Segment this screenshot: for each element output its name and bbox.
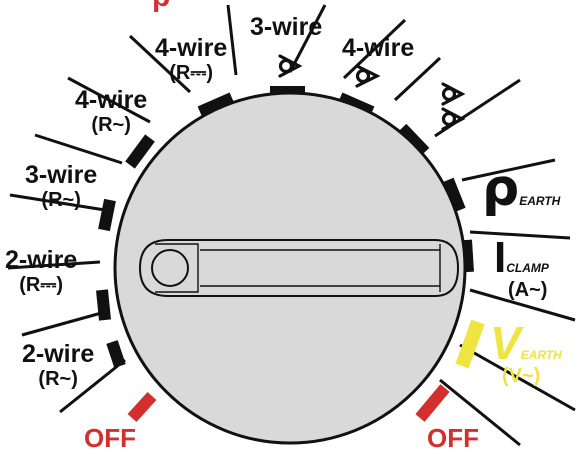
position-i-clamp[interactable]: ICLAMP (A~) <box>494 233 549 301</box>
position-4wire-ac-label: 4-wire <box>75 86 148 114</box>
divider-line <box>7 260 101 270</box>
knob-pointer-grip-inner <box>200 249 440 287</box>
divider-line <box>128 34 192 94</box>
detent-mark-2wire-ac <box>106 340 126 368</box>
knob-pointer-hub <box>151 249 189 287</box>
position-2wire-ac[interactable]: 2-wire (R~) <box>22 340 95 390</box>
position-3wire-ac[interactable]: 3-wire (R~) <box>25 161 98 211</box>
position-2wire-dc-label: 2-wire <box>5 246 78 274</box>
divider-line <box>67 76 151 124</box>
divider-line <box>34 133 123 165</box>
position-3wire-ac-label: 3-wire <box>25 161 98 189</box>
detent-mark-3wire-ac <box>98 198 116 232</box>
divider-line <box>9 193 106 212</box>
divider-line <box>21 310 106 337</box>
position-3wire-clamp-label: 3-wire <box>250 13 323 41</box>
detent-mark-4wire-ac <box>125 134 155 169</box>
detent-mark-i-clamp <box>460 239 474 273</box>
divider-line <box>461 158 556 182</box>
divider-line <box>469 230 571 240</box>
position-4wire-dc-label: 4-wire <box>155 34 228 62</box>
rho-earth-symbol: ρ <box>482 158 520 218</box>
position-4wire-ac-mode: (R~) <box>91 114 131 136</box>
divider-line <box>469 288 576 322</box>
clamp-icon-jaw <box>355 64 381 88</box>
divider-line <box>59 358 126 414</box>
position-4wire-clamp[interactable]: 4-wire <box>342 36 414 61</box>
position-3wire-ac-mode: (R~) <box>41 189 81 211</box>
v-earth-mode: (V~) <box>502 365 541 387</box>
divider-line <box>439 378 521 447</box>
divider-line <box>342 18 407 80</box>
clamp-icon <box>355 64 381 88</box>
position-off-right[interactable]: OFF <box>427 423 479 450</box>
detent-mark-4wire-dc <box>197 92 235 118</box>
position-off-left[interactable]: OFF <box>84 423 136 450</box>
position-4wire-clamp-label: 4-wire <box>342 34 415 62</box>
position-2wire-ac-mode: (R~) <box>38 368 78 390</box>
i-clamp-mode: (A~) <box>508 279 548 301</box>
clamp-icon-jaw <box>441 82 466 106</box>
position-3wire-clamp[interactable]: 3-wire <box>250 15 322 40</box>
detent-mark-off-right <box>415 384 450 422</box>
detent-mark-double-clamp <box>397 123 430 157</box>
divider-line <box>226 4 238 76</box>
rotary-knob[interactable] <box>113 91 467 445</box>
i-clamp-symbol: I <box>494 233 507 282</box>
v-earth-symbol: V <box>490 317 521 369</box>
clamp-icon-jaw <box>441 107 466 131</box>
i-clamp-subscript: CLAMP <box>506 261 549 275</box>
position-v-earth[interactable]: VEARTH (V~) <box>490 320 562 386</box>
knob-pointer-hub-frame <box>155 243 199 293</box>
detent-mark-off-left <box>127 391 157 423</box>
rho-earth-subscript: EARTH <box>519 194 561 208</box>
position-2wire-dc[interactable]: 2-wire (R⎓) <box>5 246 78 296</box>
divider-line <box>288 4 327 73</box>
position-4wire-dc-mode: (R⎓) <box>169 62 213 84</box>
position-4wire-ac[interactable]: 4-wire (R~) <box>75 86 148 136</box>
position-rho-earth[interactable]: ρEARTH <box>482 162 560 214</box>
divider-line <box>459 343 576 412</box>
detent-mark-2wire-dc <box>96 289 111 321</box>
clamp-icon-jaw <box>278 54 303 78</box>
position-2wire-ac-label: 2-wire <box>22 340 95 368</box>
knob-pointer-grip <box>138 239 460 297</box>
top-cut-label: p <box>152 0 170 12</box>
divider-line <box>393 56 442 102</box>
detent-mark-v-earth <box>455 319 485 369</box>
v-earth-subscript: EARTH <box>520 348 562 362</box>
clamp-icon <box>278 54 303 78</box>
position-2wire-dc-mode: (R⎓) <box>19 274 63 296</box>
double-clamp-icon <box>441 82 466 131</box>
position-4wire-dc[interactable]: 4-wire (R⎓) <box>155 34 228 84</box>
detent-mark-rho-earth <box>442 177 466 213</box>
